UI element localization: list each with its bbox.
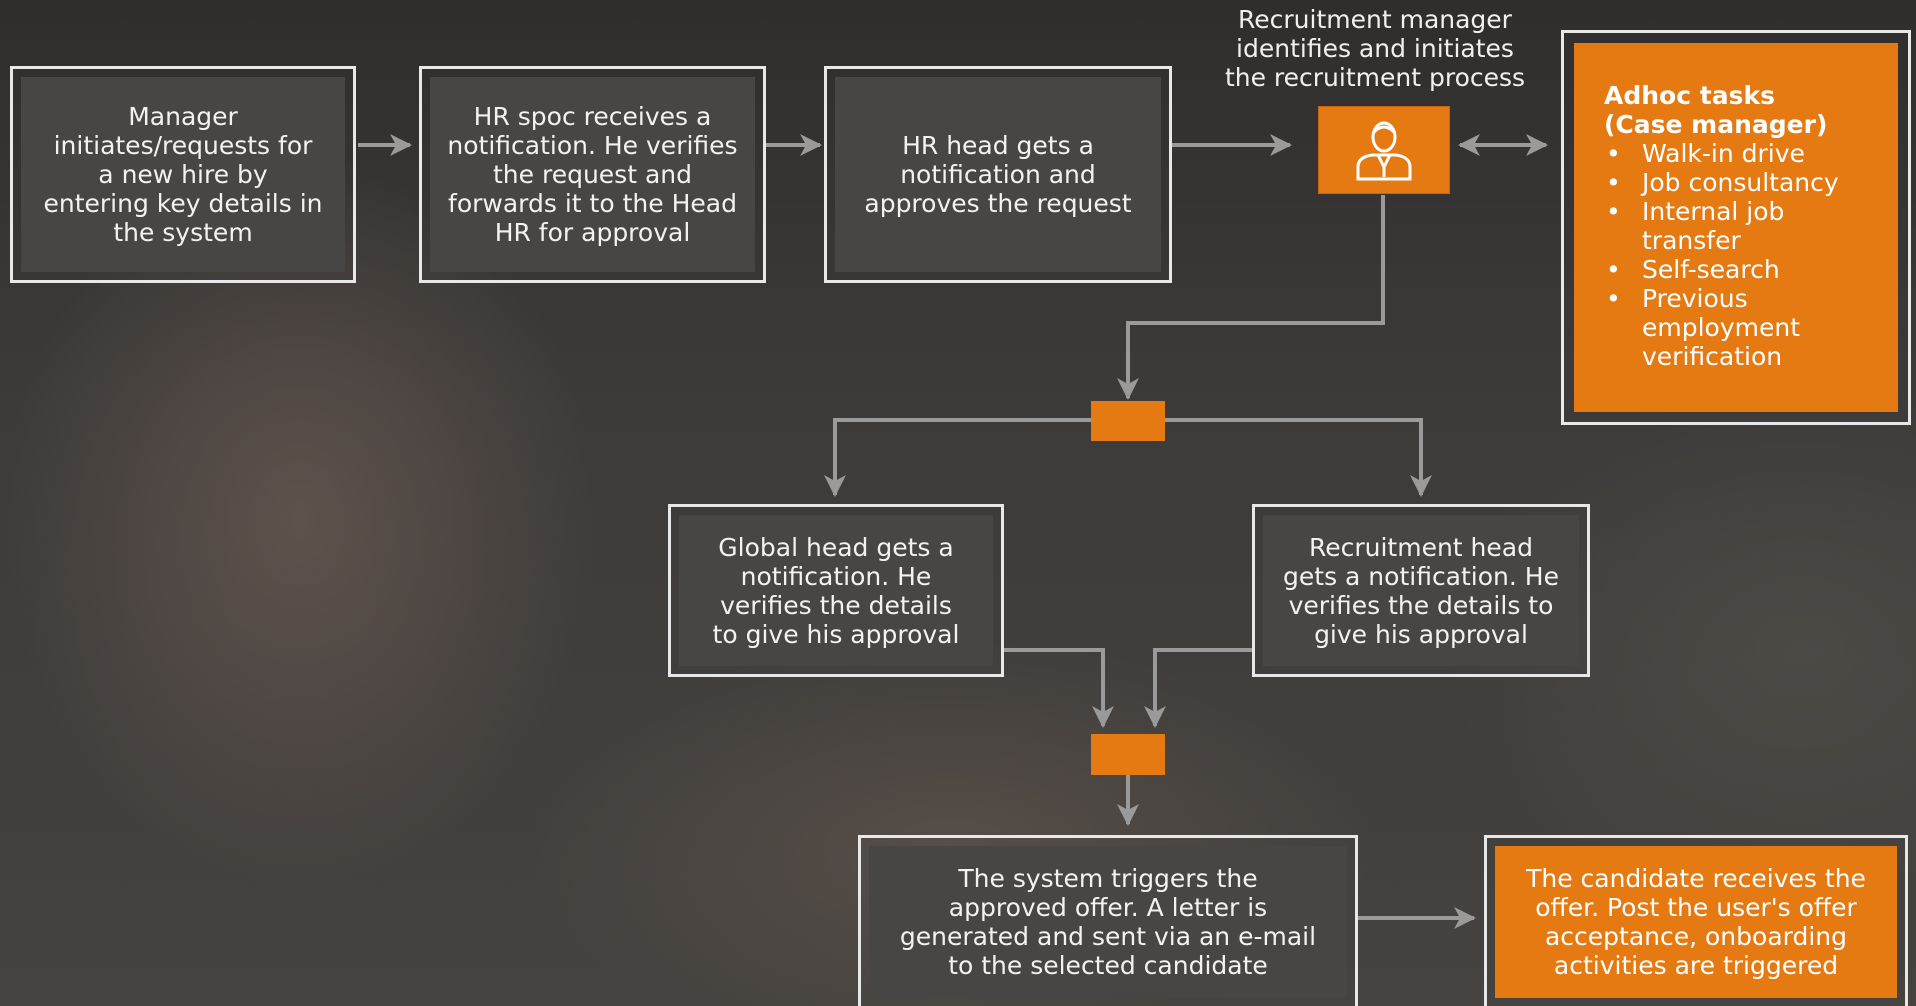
- adhoc-tasks-content: Adhoc tasks (Case manager) Walk-in drive…: [1574, 43, 1898, 412]
- recruitment-head-step: Recruitment head gets a notification. He…: [1252, 504, 1590, 677]
- person-icon: [1356, 121, 1412, 181]
- adhoc-list: Walk-in drive Job consultancy Internal j…: [1604, 139, 1839, 371]
- adhoc-title: Adhoc tasks (Case manager): [1604, 81, 1828, 139]
- hr-spoc-step: HR spoc receives a notification. He veri…: [419, 66, 766, 283]
- merge-connector: [1091, 734, 1165, 775]
- arrow-recruitmenthead-to-merge: [1144, 648, 1254, 728]
- candidate-offer-step: The candidate receives the offer. Post t…: [1484, 835, 1908, 1006]
- hr-head-step: HR head gets a notification and approves…: [824, 66, 1172, 283]
- arrow-global-to-merge: [1002, 648, 1114, 728]
- adhoc-item: Job consultancy: [1604, 168, 1839, 197]
- global-head-text: Global head gets a notification. He veri…: [679, 515, 993, 666]
- recruitment-manager-node: [1318, 106, 1450, 194]
- candidate-offer-text: The candidate receives the offer. Post t…: [1495, 846, 1897, 998]
- adhoc-tasks-panel: Adhoc tasks (Case manager) Walk-in drive…: [1561, 30, 1911, 425]
- recruitment-head-text: Recruitment head gets a notification. He…: [1263, 515, 1579, 666]
- system-offer-step: The system triggers the approved offer. …: [858, 835, 1358, 1006]
- arrow-split-to-global: [824, 418, 1092, 497]
- recruitment-manager-caption: Recruitment manager identifies and initi…: [1224, 5, 1526, 92]
- hr-spoc-text: HR spoc receives a notification. He veri…: [430, 77, 755, 272]
- arrow-recruitment-to-split: [1117, 195, 1385, 400]
- split-connector: [1091, 401, 1165, 441]
- manager-request-text: Manager initiates/requests for a new hir…: [21, 77, 345, 272]
- adhoc-item: Internal job transfer: [1604, 197, 1839, 255]
- system-offer-text: The system triggers the approved offer. …: [869, 846, 1347, 998]
- hr-head-text: HR head gets a notification and approves…: [835, 77, 1161, 272]
- adhoc-item: Walk-in drive: [1604, 139, 1839, 168]
- manager-request-step: Manager initiates/requests for a new hir…: [10, 66, 356, 283]
- adhoc-item: Previous employment verification: [1604, 284, 1839, 371]
- arrow-split-to-recruitmenthead: [1165, 418, 1432, 497]
- adhoc-item: Self-search: [1604, 255, 1839, 284]
- global-head-step: Global head gets a notification. He veri…: [668, 504, 1004, 677]
